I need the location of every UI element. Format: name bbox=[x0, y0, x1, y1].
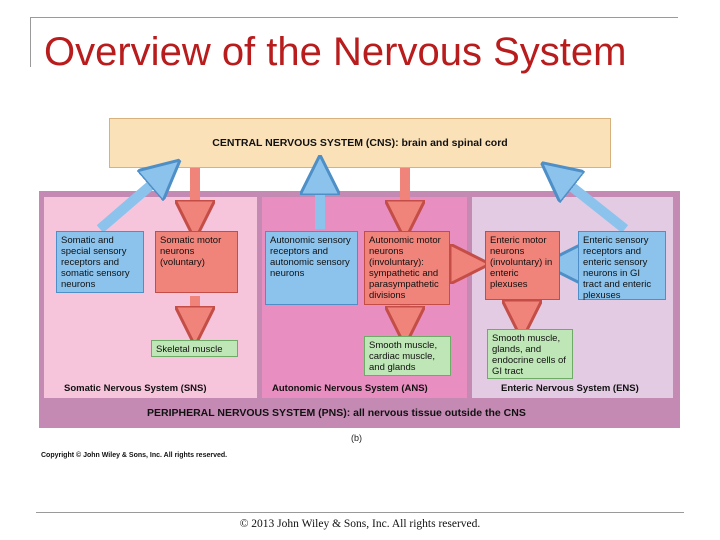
footer-rule bbox=[36, 512, 684, 513]
sns-sensory-box: Somatic and special sensory receptors an… bbox=[56, 231, 144, 293]
ens-label: Enteric Nervous System (ENS) bbox=[501, 383, 639, 394]
figure-panel-letter: (b) bbox=[351, 433, 362, 443]
sns-motor-box: Somatic motor neurons (voluntary) bbox=[155, 231, 238, 293]
ans-sensory-box: Autonomic sensory receptors and autonomi… bbox=[265, 231, 358, 305]
ens-motor-box: Enteric motor neurons (involuntary) in e… bbox=[485, 231, 560, 300]
slide-footer: © 2013 John Wiley & Sons, Inc. All right… bbox=[239, 518, 481, 530]
ans-effector-box: Smooth muscle, cardiac muscle, and gland… bbox=[364, 336, 451, 376]
cns-box: CENTRAL NERVOUS SYSTEM (CNS): brain and … bbox=[109, 118, 611, 168]
pns-label: PERIPHERAL NERVOUS SYSTEM (PNS): all ner… bbox=[147, 407, 526, 419]
figure-copyright: Copyright © John Wiley & Sons, Inc. All … bbox=[41, 452, 228, 459]
sns-label: Somatic Nervous System (SNS) bbox=[64, 383, 207, 394]
sns-effector-box: Skeletal muscle bbox=[151, 340, 238, 357]
slide-frame-left-rule bbox=[30, 17, 31, 67]
sns-region bbox=[44, 197, 257, 398]
ens-effector-box: Smooth muscle, glands, and endocrine cel… bbox=[487, 329, 573, 379]
slide-title: Overview of the Nervous System bbox=[44, 30, 627, 74]
slide-frame-top-rule bbox=[30, 17, 678, 18]
ans-motor-box: Autonomic motor neurons (involuntary): s… bbox=[364, 231, 450, 305]
ens-sensory-box: Enteric sensory receptors and enteric se… bbox=[578, 231, 666, 301]
ans-label: Autonomic Nervous System (ANS) bbox=[272, 383, 428, 394]
